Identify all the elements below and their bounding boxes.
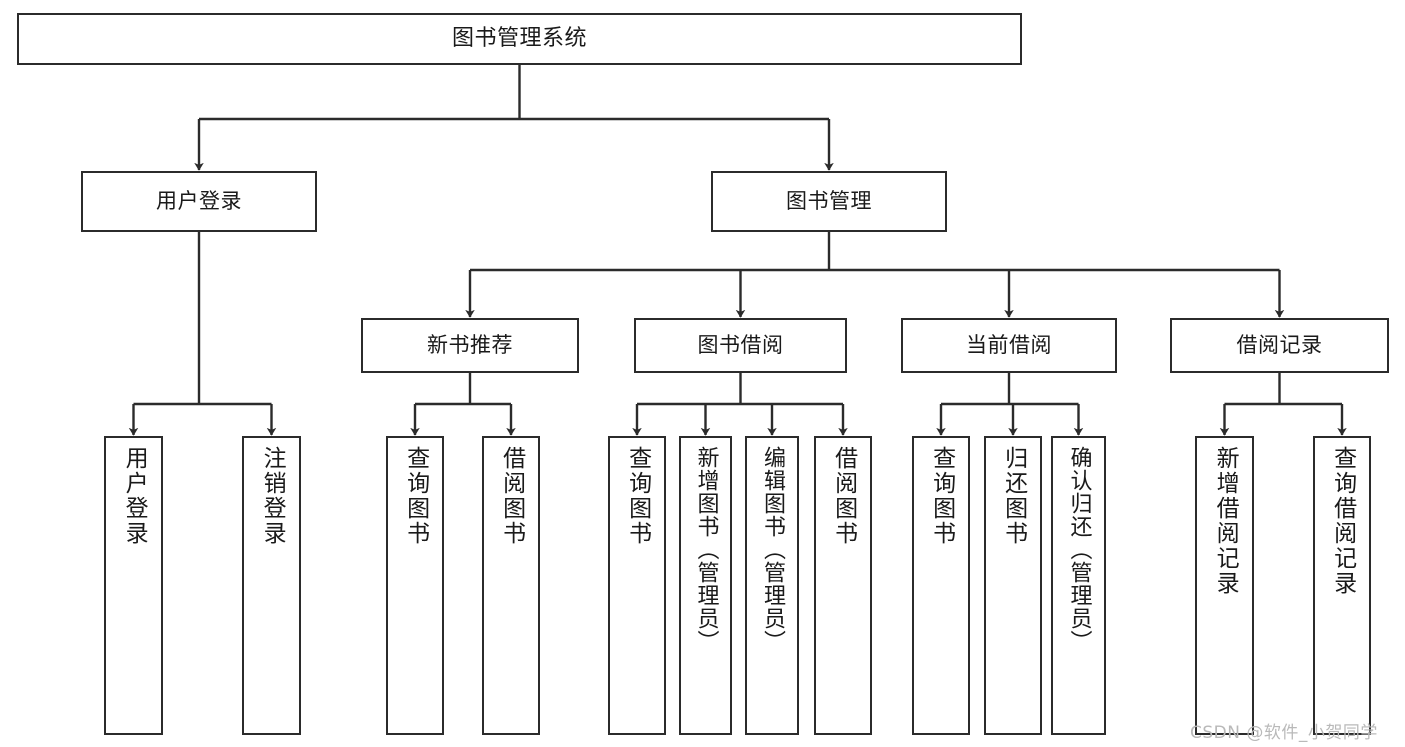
connector-c-records: [1219, 373, 1347, 436]
node-b_add[interactable]: 新增图书（管理员）: [679, 436, 732, 735]
node-c_return[interactable]: 归还图书: [984, 436, 1042, 735]
connector-c-root: [194, 65, 834, 171]
node-label: 编辑图书（管理员）: [759, 446, 785, 653]
connector-c-current: [936, 373, 1084, 436]
node-label: 查询图书: [624, 446, 651, 546]
node-label: 借阅图书: [498, 446, 525, 546]
node-b_borrow[interactable]: 借阅图书: [814, 436, 872, 735]
node-c_confirm[interactable]: 确认归还（管理员）: [1051, 436, 1106, 735]
node-n_query[interactable]: 查询图书: [386, 436, 444, 735]
node-root[interactable]: 图书管理系统: [17, 13, 1022, 65]
connector-c-borrow: [632, 373, 848, 436]
node-b_query[interactable]: 查询图书: [608, 436, 666, 735]
node-label: 查询图书: [928, 446, 955, 546]
connector-c-newbook: [410, 373, 516, 436]
node-n_borrow[interactable]: 借阅图书: [482, 436, 540, 735]
node-label: 新书推荐: [427, 333, 513, 358]
node-login[interactable]: 用户登录: [81, 171, 317, 232]
node-newbook[interactable]: 新书推荐: [361, 318, 579, 373]
node-label: 图书借阅: [697, 333, 784, 358]
node-label: 用户登录: [156, 189, 242, 214]
node-label: 归还图书: [1000, 446, 1027, 546]
node-r_add[interactable]: 新增借阅记录: [1195, 436, 1254, 735]
node-records[interactable]: 借阅记录: [1170, 318, 1389, 373]
connector-lines: [128, 65, 1347, 436]
node-current[interactable]: 当前借阅: [901, 318, 1117, 373]
node-label: 新增图书（管理员）: [693, 446, 719, 653]
node-label: 注销登录: [259, 446, 286, 546]
node-borrow[interactable]: 图书借阅: [634, 318, 847, 373]
connector-c-bookmgmt: [465, 232, 1285, 318]
node-label: 借阅图书: [830, 446, 857, 546]
node-label: 新增借阅记录: [1212, 446, 1239, 596]
node-label: 图书管理系统: [451, 26, 587, 52]
node-label: 借阅记录: [1236, 333, 1323, 358]
node-r_query[interactable]: 查询借阅记录: [1313, 436, 1371, 735]
node-label: 查询借阅记录: [1329, 446, 1356, 596]
connector-c-login: [128, 232, 277, 436]
node-label: 查询图书: [402, 446, 429, 546]
node-label: 用户登录: [121, 446, 148, 546]
node-label: 当前借阅: [966, 333, 1052, 358]
node-l_logout[interactable]: 注销登录: [242, 436, 301, 735]
node-c_query[interactable]: 查询图书: [912, 436, 970, 735]
node-label: 图书管理: [786, 189, 872, 214]
node-bookmgmt[interactable]: 图书管理: [711, 171, 947, 232]
csdn-watermark: CSDN @软件_小贺同学: [1190, 723, 1378, 743]
node-label: 确认归还（管理员）: [1066, 446, 1092, 653]
node-l_login[interactable]: 用户登录: [104, 436, 163, 735]
node-b_edit[interactable]: 编辑图书（管理员）: [745, 436, 799, 735]
